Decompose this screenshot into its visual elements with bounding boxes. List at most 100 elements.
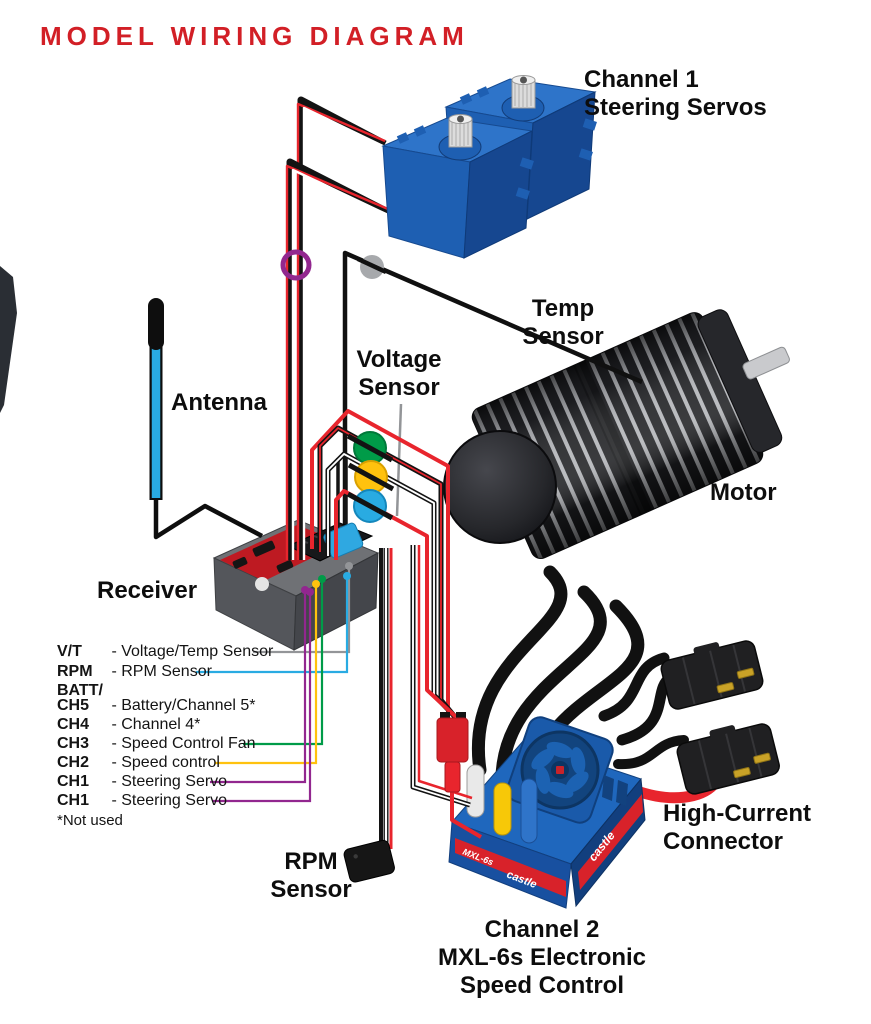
- label-temp-line2: Sensor: [522, 323, 604, 350]
- hc-upper-pin-2: [736, 667, 755, 679]
- esc-vents: [602, 775, 628, 806]
- legend-desc: - Speed control: [111, 754, 220, 771]
- servo-tap-marker: [280, 249, 312, 281]
- servo-1-shaft: [448, 114, 473, 148]
- legend-desc: - Steering Servo: [111, 792, 228, 809]
- motor-front-cap: [443, 430, 557, 544]
- legend-key: CH1: [57, 792, 90, 809]
- label-motor: Motor: [710, 479, 777, 506]
- legend-key: CH3: [57, 735, 90, 752]
- legend-desc: - Speed Control Fan: [111, 735, 256, 752]
- label-high-current: High-Current Connector: [663, 800, 811, 856]
- legend-line-ch1a: [210, 590, 307, 784]
- motor: [443, 309, 790, 560]
- legend-row-ch2: CH2 - Speed control: [57, 754, 220, 772]
- legend-key: BATT/: [57, 682, 103, 699]
- motor-cable-2: [495, 585, 607, 797]
- legend-key: CH5: [57, 697, 90, 714]
- esc-stripe-right: [578, 794, 643, 890]
- label-rpm-line2: Sensor: [270, 876, 352, 903]
- hc-wire-black-3: [613, 735, 689, 770]
- servo-wire-bundle-2: [285, 158, 390, 560]
- hc-lower-pin-1: [733, 767, 751, 779]
- legend-footnote: *Not used: [57, 812, 123, 829]
- legend-desc: - Voltage/Temp Sensor: [111, 643, 274, 660]
- label-esc-line1: Channel 2: [484, 916, 600, 943]
- legend-key: CH4: [57, 716, 90, 733]
- legend-lines: [196, 566, 351, 803]
- label-rpm-sensor: RPM Sensor: [256, 848, 366, 904]
- fan-power-connector: [436, 712, 483, 839]
- servo-2-shaft: [511, 75, 536, 109]
- legend-row-ch1b: CH1 - Steering Servo: [57, 792, 227, 810]
- legend-line-dots: [301, 562, 353, 596]
- hc-connector-lower: [676, 723, 780, 795]
- esc-collar-white: [466, 764, 485, 818]
- hc-connector-upper: [660, 640, 764, 710]
- rpm-sensor: [343, 839, 395, 883]
- legend-line-vt: [253, 566, 351, 654]
- label-voltage-line2: Sensor: [358, 374, 440, 401]
- legend-line-ch1b: [212, 592, 312, 803]
- label-voltage-sensor: Voltage Sensor: [339, 346, 459, 402]
- legend-key: CH2: [57, 754, 90, 771]
- label-antenna: Antenna: [171, 389, 267, 416]
- legend-desc: - Channel 4*: [111, 716, 201, 733]
- label-channel1-servos: Channel 1 Steering Servos: [584, 66, 767, 122]
- motor-shaft: [742, 346, 790, 380]
- legend-line-ch2: [215, 584, 318, 765]
- receiver-panel-markings: [232, 540, 294, 591]
- legend-row-ch4: CH4 - Channel 4*: [57, 716, 200, 734]
- legend-key: V/T: [57, 643, 82, 660]
- label-temp-line1: Temp: [531, 295, 595, 322]
- label-hc-line1: High-Current: [663, 800, 811, 827]
- esc-cable-collars: [466, 764, 538, 844]
- legend-row-ch5: CH5 - Battery/Channel 5*: [57, 697, 256, 715]
- legend-desc: - RPM Sensor: [111, 663, 212, 680]
- esc-collar-blue: [520, 778, 538, 844]
- ch2-wire-over: [347, 462, 395, 492]
- wire-loop-outer-red: [310, 409, 450, 718]
- hc-lower-pin-2: [753, 752, 771, 764]
- legend-key: RPM: [57, 663, 93, 680]
- temp-sensor-wire: [342, 250, 643, 545]
- legend-row-batt: BATT/: [57, 682, 107, 700]
- legend-desc: - Battery/Channel 5*: [111, 697, 256, 714]
- label-rpm-line1: RPM: [284, 848, 338, 875]
- label-esc-line3: Speed Control: [459, 972, 624, 999]
- servo-wire-bundle-1: [296, 96, 387, 560]
- label-temp-sensor: Temp Sensor: [503, 295, 623, 351]
- esc-collar-yellow: [493, 782, 512, 836]
- label-esc-line2: MXL-6s Electronic: [437, 944, 647, 971]
- legend-line-rpm: [196, 576, 349, 674]
- servo-1: [381, 114, 534, 259]
- legend-key: CH1: [57, 773, 90, 790]
- motor-cable-1: [471, 565, 568, 777]
- left-edge-object: [0, 266, 17, 413]
- label-channel1-line2: Steering Servos: [584, 94, 767, 121]
- legend-row-ch1a: CH1 - Steering Servo: [57, 773, 227, 791]
- esc-stripe-left: [455, 838, 566, 897]
- temp-wire-over-marker: [357, 256, 387, 275]
- antenna: [148, 298, 264, 540]
- label-channel1-line1: Channel 1: [584, 66, 699, 93]
- receiver: [212, 454, 380, 651]
- esc: MXL-6s castle castle: [448, 716, 646, 909]
- legend-desc: - Steering Servo: [111, 773, 228, 790]
- antenna-wire: [153, 500, 264, 540]
- label-receiver: Receiver: [97, 577, 198, 604]
- legend-row-rpm: RPM - RPM Sensor: [57, 663, 212, 681]
- rpm-wire-over: [346, 491, 394, 521]
- label-esc: Channel 2 MXL-6s Electronic Speed Contro…: [412, 916, 672, 1000]
- legend-row-ch3: CH3 - Speed Control Fan: [57, 735, 256, 753]
- ch3-wire-over: [346, 433, 394, 463]
- label-hc-line2: Connector: [663, 828, 783, 855]
- esc-fan: [520, 730, 600, 810]
- legend-line-ch3: [243, 579, 324, 746]
- rpm-sensor-bundle: [379, 548, 393, 849]
- hc-wire-black-1: [598, 652, 670, 722]
- label-voltage-line1: Voltage: [356, 346, 442, 373]
- hc-upper-pin-1: [716, 682, 735, 694]
